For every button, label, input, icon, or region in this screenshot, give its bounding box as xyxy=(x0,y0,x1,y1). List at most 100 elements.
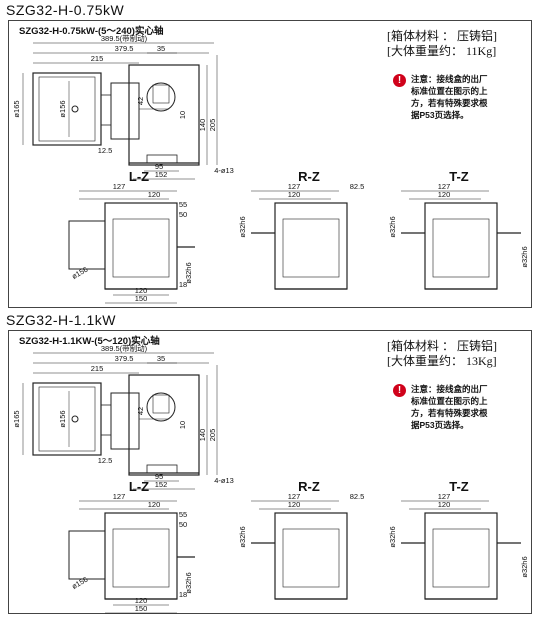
foot-outline xyxy=(146,464,178,474)
note-line: 据P53页选择。 xyxy=(411,110,469,120)
view-label: R-Z xyxy=(298,479,320,494)
dimension-label: 50 xyxy=(179,210,187,219)
housing-inner-outline xyxy=(282,218,340,278)
dimension-label: 10 xyxy=(178,111,187,119)
dimension-label: 120 xyxy=(438,190,451,199)
housing-outline xyxy=(274,512,348,600)
motor-fin-outline xyxy=(38,76,96,142)
terminal-mark xyxy=(71,105,79,113)
view-label: L-Z xyxy=(129,169,149,184)
motor-stub-outline xyxy=(68,220,106,270)
dimension-label: 152 xyxy=(155,170,168,179)
note-line: 据P53页选择。 xyxy=(411,420,469,430)
housing-inner-outline xyxy=(432,218,490,278)
dimension-label: 152 xyxy=(155,480,168,489)
approx-weight: [大体重量约： 13Kg] xyxy=(387,354,497,368)
dimension-label: 150 xyxy=(135,604,148,613)
dimension-label: ø32h6 xyxy=(388,526,397,547)
dimension-label: ø32h6 xyxy=(184,572,193,593)
note-line: 方，若有特殊要求根 xyxy=(411,98,488,108)
housing-inner-outline xyxy=(432,528,490,588)
dimension-label: 120 xyxy=(288,500,301,509)
housing-inner-outline xyxy=(112,218,170,278)
dimension-label: 215 xyxy=(91,364,104,373)
dimension-label: 120 xyxy=(438,500,451,509)
motor-stub-outline xyxy=(68,530,106,580)
motor-body-outline xyxy=(32,72,102,146)
dimension-label: 35 xyxy=(157,44,165,53)
housing-outline xyxy=(104,202,178,290)
dimension-label: 127 xyxy=(438,492,451,501)
dimension-label: 205 xyxy=(208,429,217,442)
dimension-label: 82.5 xyxy=(350,492,365,501)
dimension-label: 127 xyxy=(113,182,126,191)
gearbox-side-outline xyxy=(128,64,200,166)
gearbox-side-outline xyxy=(128,374,200,476)
note-line: 标准位置在图示的上 xyxy=(411,86,488,96)
dimension-label: 389.5(带制动) xyxy=(101,33,148,43)
drawing-panel-110: SZG32-H-1.1KW-(5～120)实心轴[箱体材料 ： 压铸铝][大体重… xyxy=(8,330,532,614)
exclamation-icon: ! xyxy=(393,384,406,397)
dimension-label: ø32h6 xyxy=(238,526,247,547)
view-label: T-Z xyxy=(449,169,469,184)
flange-outline xyxy=(110,392,140,450)
dimension-label: 55 xyxy=(179,200,187,209)
dimension-label: ø32h6 xyxy=(520,556,529,577)
dimension-label: 4-ø13 xyxy=(214,166,234,175)
note-line: 注意：接线盒的出厂 xyxy=(411,74,488,84)
dimension-label: 18 xyxy=(179,280,187,289)
dimension-label: ø156 xyxy=(70,265,89,281)
dimension-label: ø156 xyxy=(58,410,67,427)
housing-inner-outline xyxy=(112,528,170,588)
dimension-label: 379.5 xyxy=(115,44,134,53)
output-shaft-circle xyxy=(146,82,176,112)
dimension-label: ø165 xyxy=(12,100,21,117)
drawing-panel-075: SZG32-H-0.75kW-(5～240)实心轴 [箱体材料 ： 压铸铝][大体… xyxy=(8,20,532,308)
dimension-label: 127 xyxy=(113,492,126,501)
terminal-box-note: 注意：接线盒的出厂标准位置在图示的上方，若有特殊要求根据P53页选择。 xyxy=(411,73,488,121)
housing-outline xyxy=(274,202,348,290)
motor-fin-outline xyxy=(38,386,96,452)
drawing-subtitle: SZG32-H-0.75kW-(5～240)实心轴 xyxy=(19,26,164,37)
dimension-label: ø32h6 xyxy=(520,246,529,267)
dimension-label: 50 xyxy=(179,520,187,529)
dimension-label: 379.5 xyxy=(115,354,134,363)
dimension-label: 95 xyxy=(155,472,163,481)
dimension-label: 4-ø13 xyxy=(214,476,234,485)
terminal-mark xyxy=(71,415,79,423)
spec-block: [箱体材料 ： 压铸铝][大体重量约： 13Kg] xyxy=(387,339,497,369)
dimension-label: ø32h6 xyxy=(388,216,397,237)
dimension-label: 120 xyxy=(288,190,301,199)
dimension-label: ø156 xyxy=(58,100,67,117)
dimension-label: 95 xyxy=(155,162,163,171)
dimension-label: 389.5(带制动) xyxy=(101,343,148,353)
note-line: 标准位置在图示的上 xyxy=(411,396,488,406)
motor-body-outline xyxy=(32,382,102,456)
dimension-label: 140 xyxy=(198,119,207,132)
dimension-label: 18 xyxy=(179,590,187,599)
dimension-label: 10 xyxy=(178,421,187,429)
output-shaft-circle xyxy=(146,392,176,422)
dimension-label: 150 xyxy=(135,294,148,303)
housing-outline xyxy=(424,512,498,600)
flange-outline xyxy=(110,82,140,140)
dimension-label: 120 xyxy=(148,190,161,199)
shaft-boss-outline xyxy=(152,394,170,414)
dimension-label: ø156 xyxy=(70,575,89,591)
housing-outline xyxy=(424,202,498,290)
dimension-label: ø165 xyxy=(12,410,21,427)
dimension-label: 35 xyxy=(157,354,165,363)
spec-block: [箱体材料 ： 压铸铝][大体重量约： 11Kg] xyxy=(387,29,497,59)
dimension-label: 127 xyxy=(288,182,301,191)
dimension-label: 205 xyxy=(208,119,217,132)
view-label: T-Z xyxy=(449,479,469,494)
dimension-label: 120 xyxy=(135,286,148,295)
section-title-075: SZG32-H-0.75kW xyxy=(6,2,125,18)
dimension-label: 127 xyxy=(438,182,451,191)
housing-material: [箱体材料 ： 压铸铝] xyxy=(387,339,497,353)
view-label: R-Z xyxy=(298,169,320,184)
dimension-label: 215 xyxy=(91,54,104,63)
housing-outline xyxy=(104,512,178,600)
view-label: L-Z xyxy=(129,479,149,494)
shaft-boss-outline xyxy=(152,84,170,104)
